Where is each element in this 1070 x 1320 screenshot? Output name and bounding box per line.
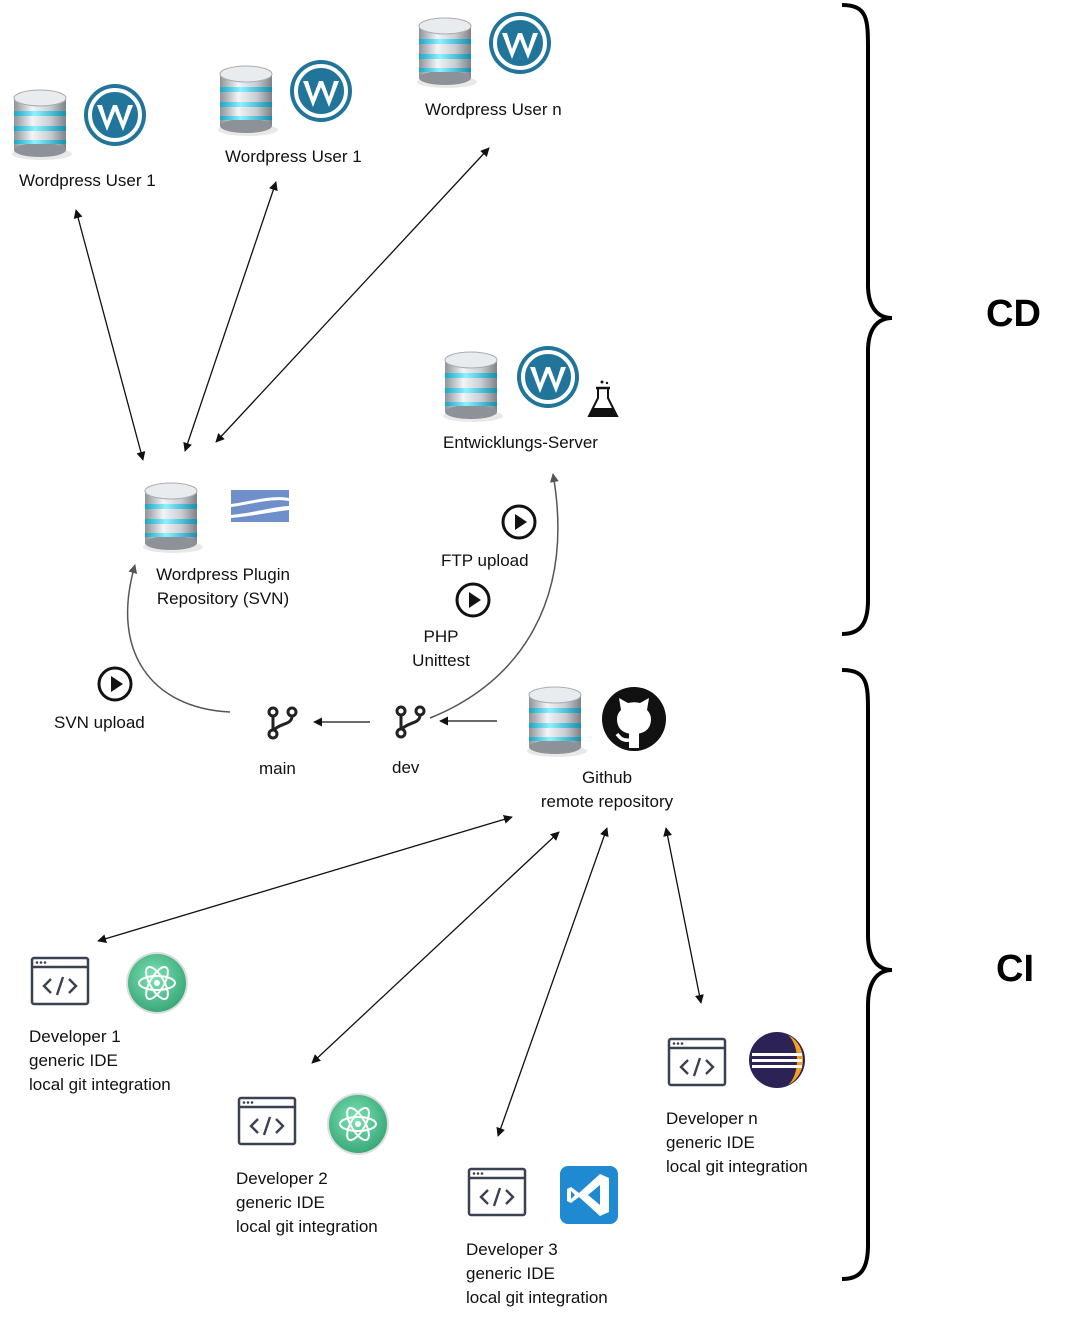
phpunit-play-icon [455, 582, 491, 618]
ci-section-label: CI [996, 948, 1034, 990]
arrow-usern-repo [215, 147, 490, 443]
vscode-icon [560, 1166, 618, 1224]
wp-user-2-label: Wordpress User 1 [225, 147, 362, 166]
arrow-github-devn [663, 827, 704, 1004]
main-branch-label: main [259, 759, 296, 778]
svn-icon [231, 487, 289, 529]
dev-branch-icon [395, 705, 426, 739]
ide-window-icon [237, 1096, 297, 1146]
ftp-upload-label: FTP upload [441, 551, 529, 570]
eclipse-icon [749, 1032, 805, 1088]
ide-window-icon [467, 1167, 527, 1217]
dev-server-node [442, 344, 619, 423]
developer-2-label: Developer 2 generic IDE local git integr… [236, 1169, 378, 1236]
developer-3-node [467, 1166, 618, 1224]
developer-1-node [30, 951, 189, 1015]
github-label: Github remote repository [540, 768, 674, 811]
arrow-github-dev3 [496, 827, 609, 1137]
phpunit-label: PHP Unittest [412, 627, 470, 670]
arrow-ftp-upload [429, 473, 559, 719]
wordpress-icon [515, 344, 581, 410]
arrow-user2-repo [183, 181, 278, 452]
database-icon [217, 65, 279, 137]
plugin-repo-label: Wordpress Plugin Repository (SVN) [156, 565, 290, 608]
database-icon [442, 351, 504, 423]
database-icon [11, 89, 73, 161]
cd-section-label: CD [986, 293, 1041, 335]
wp-user-1-label: Wordpress User 1 [19, 171, 156, 190]
wp-user-2-node [217, 58, 354, 137]
arrow-github-dev2 [311, 831, 560, 1064]
main-branch-icon [267, 706, 298, 740]
dev-server-label: Entwicklungs-Server [443, 433, 598, 452]
wordpress-icon [487, 10, 553, 76]
database-icon [416, 17, 478, 89]
database-icon [526, 686, 588, 758]
developer-2-node [237, 1092, 390, 1156]
svn-upload-play-icon [97, 666, 133, 702]
github-icon [602, 687, 666, 751]
plugin-repo-node [142, 482, 289, 554]
ci-connectors [97, 815, 704, 1137]
developer-n-label: Developer n generic IDE local git integr… [666, 1109, 808, 1176]
ide-window-icon [30, 956, 90, 1006]
database-icon [142, 482, 204, 554]
github-node [526, 686, 666, 758]
developer-3-label: Developer 3 generic IDE local git integr… [466, 1240, 608, 1307]
developer-1-label: Developer 1 generic IDE local git integr… [29, 1027, 171, 1094]
arrow-svn-upload [126, 564, 231, 713]
svn-upload-label: SVN upload [54, 713, 145, 732]
arrow-github-dev1 [97, 815, 513, 943]
ide-window-icon [667, 1037, 727, 1087]
dev-branch-label: dev [392, 758, 420, 777]
ftp-upload-play-icon [501, 504, 537, 540]
cd-brace [841, 3, 893, 636]
flask-icon [587, 380, 619, 417]
wordpress-icon [288, 58, 354, 124]
wp-user-n-node [416, 10, 553, 89]
atom-icon [326, 1092, 390, 1156]
developer-n-node [667, 1032, 805, 1088]
wp-user-1-node [11, 82, 148, 161]
ci-brace [841, 668, 893, 1281]
arrow-user1-repo [73, 209, 146, 461]
atom-icon [125, 951, 189, 1015]
wordpress-icon [82, 82, 148, 148]
wp-user-n-label: Wordpress User n [425, 100, 562, 119]
cd-connectors [73, 147, 559, 727]
